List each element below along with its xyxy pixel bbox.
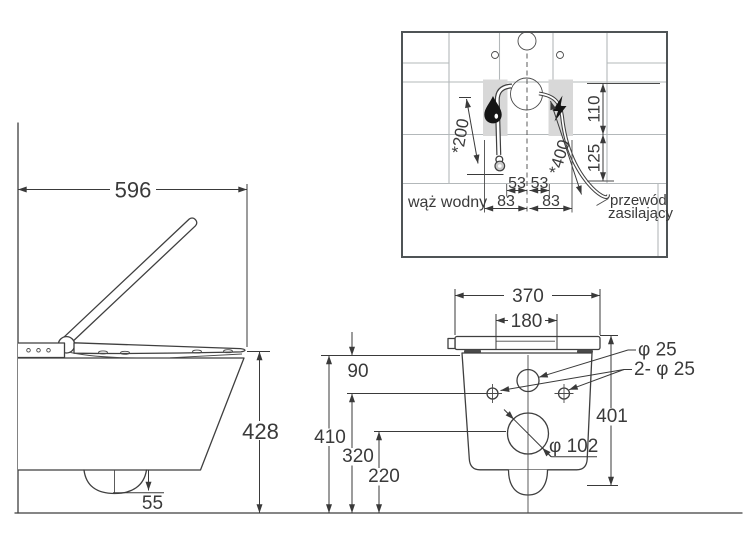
label-bg	[313, 428, 347, 446]
label-bg	[341, 448, 375, 466]
label-bg	[110, 179, 156, 199]
dim-line-400	[550, 100, 582, 195]
dim-label-125: 125	[585, 144, 604, 172]
drain-diameter-line	[513, 418, 543, 449]
dim-label-phi25: φ 25	[638, 340, 677, 361]
bowl-body-rear	[461, 352, 593, 471]
power-cord-label-2: zasilający	[608, 205, 674, 222]
water-hose-label: wąż wodny	[407, 194, 487, 211]
rear-view: φ 102 370 180 90 410 320 220 401	[313, 286, 695, 513]
dim-label-55: 55	[142, 493, 163, 514]
toilet-lid-open	[59, 217, 198, 349]
dim-line-200	[465, 98, 480, 164]
seat-bar-rear	[454, 335, 601, 351]
small-hole-right	[556, 51, 564, 59]
water-drop-highlight	[494, 113, 499, 119]
label-bg	[243, 421, 278, 440]
drain-leader	[542, 447, 597, 458]
dim-label-220: 220	[368, 466, 400, 487]
panel-hole	[36, 348, 41, 353]
tile-grid	[403, 33, 666, 256]
installation-inset: *200 *400 110 125 53 53 83 83 wąż wodny …	[401, 31, 674, 258]
dim-label-53b: 53	[531, 175, 549, 192]
leader-phi25	[538, 349, 629, 378]
dim-label-2phi25: 2- φ 25	[634, 359, 695, 380]
dim-label-83a: 83	[497, 193, 515, 210]
leader-2phi25-right	[568, 369, 625, 391]
dim-label-90: 90	[347, 361, 368, 382]
seat-bumper-slot	[98, 350, 108, 355]
seat-bumper-slot	[192, 349, 202, 354]
dim-label-410: 410	[314, 427, 346, 448]
power-cord-leader	[596, 198, 609, 206]
water-hose-inner	[495, 84, 513, 156]
seat-bumper-slot	[120, 350, 130, 355]
dim-label-596: 596	[115, 178, 152, 203]
dim-label-83b: 83	[542, 193, 560, 210]
seat-underside-line	[70, 352, 243, 359]
label-bg	[367, 468, 401, 486]
label-bg	[595, 408, 629, 426]
seat-back-panel	[18, 342, 66, 359]
dim-label-180: 180	[511, 311, 543, 332]
dim-label-428: 428	[242, 419, 279, 444]
dim-label-370: 370	[512, 286, 544, 307]
power-cord-label-1: przewód	[610, 192, 667, 209]
dim-label-110: 110	[585, 95, 604, 122]
dim-label-401: 401	[596, 406, 628, 427]
small-hole-left	[491, 51, 499, 59]
upper-opening	[517, 31, 537, 51]
dim-label-320: 320	[342, 446, 374, 467]
panel-hole	[46, 348, 51, 353]
seat-bumper-slot	[223, 349, 233, 354]
dim-label-53a: 53	[508, 175, 526, 192]
side-view: 596 428 55	[14, 122, 743, 514]
label-bg	[508, 312, 545, 329]
water-inlet-hole	[516, 368, 540, 393]
leader-2phi25-left	[500, 369, 625, 392]
bowl-body-outline	[18, 357, 245, 471]
inset-frame	[401, 31, 668, 258]
label-bg	[504, 287, 552, 305]
seat-bar-tab	[447, 337, 456, 350]
dim-label-phi102: φ 102	[549, 436, 598, 457]
hose-fitting-center	[498, 164, 502, 168]
trapway-bump	[83, 469, 148, 495]
drain-hole	[506, 412, 550, 455]
seat-profile	[73, 342, 246, 355]
drain-arrow-upper	[503, 409, 515, 420]
panel-hole	[26, 348, 31, 353]
